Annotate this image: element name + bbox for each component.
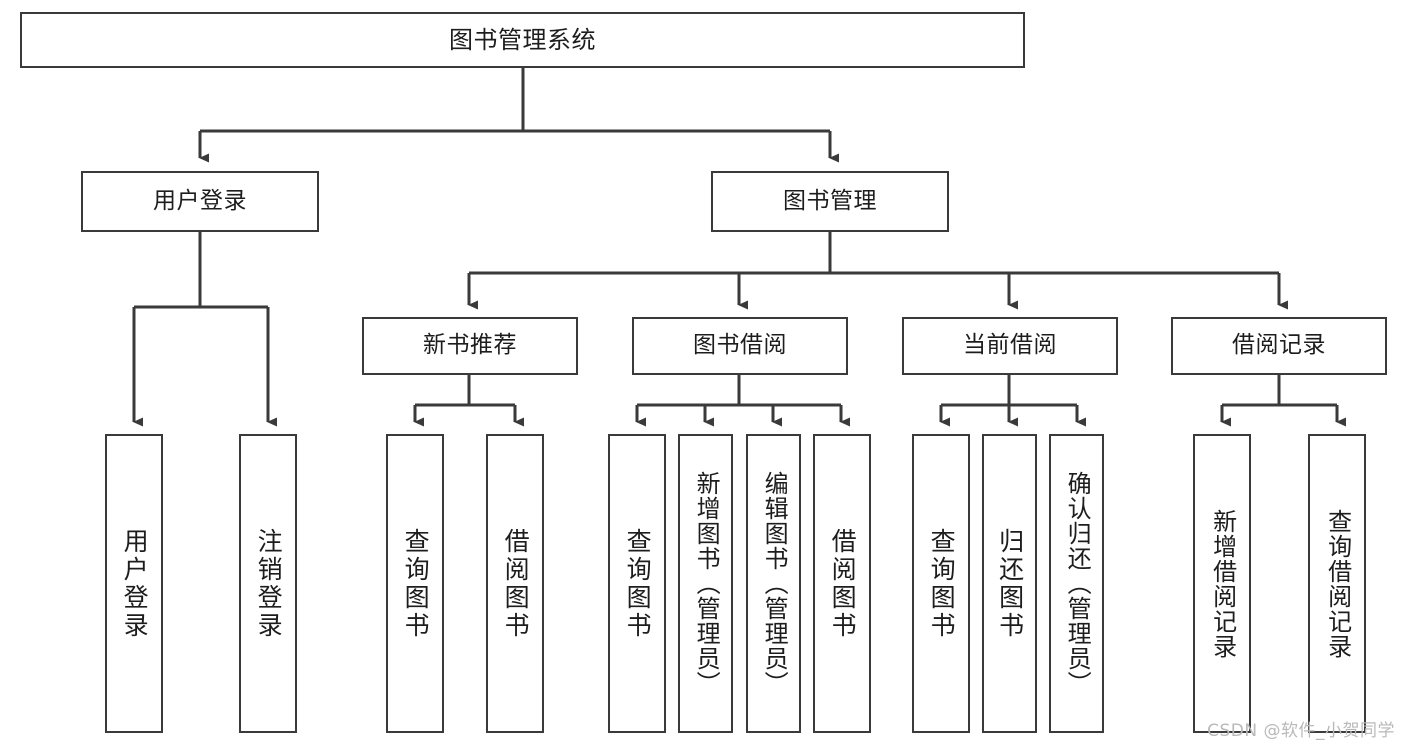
node-label: 当前借阅 xyxy=(963,332,1057,359)
leaf-new-book-borrow-book[interactable]: 借阅图书 xyxy=(486,434,544,733)
node-book-borrow[interactable]: 图书借阅 xyxy=(632,317,848,375)
node-label: 查询图书 xyxy=(927,527,957,640)
node-label: 借阅记录 xyxy=(1232,332,1326,359)
node-current-borrow[interactable]: 当前借阅 xyxy=(902,317,1118,375)
leaf-user-login-logout[interactable]: 注销登录 xyxy=(239,434,297,733)
node-label: 新增图书（管理员） xyxy=(692,471,721,696)
node-label: 用户登录 xyxy=(153,187,247,214)
node-label: 图书借阅 xyxy=(693,332,787,359)
leaf-current-borrow-confirm-return-admin[interactable]: 确认归还（管理员） xyxy=(1049,434,1104,733)
node-label: 注销登录 xyxy=(254,527,284,640)
leaf-book-borrow-borrow-book[interactable]: 借阅图书 xyxy=(813,434,871,733)
node-label: 查询图书 xyxy=(623,527,653,640)
node-label: 借阅图书 xyxy=(828,527,858,640)
leaf-current-borrow-query-book[interactable]: 查询图书 xyxy=(912,434,970,733)
node-label: 编辑图书（管理员） xyxy=(760,471,789,696)
node-label: 归还图书 xyxy=(995,527,1025,640)
node-new-book-recommend[interactable]: 新书推荐 xyxy=(362,317,578,375)
leaf-book-borrow-add-book-admin[interactable]: 新增图书（管理员） xyxy=(678,434,733,733)
node-label: 借阅图书 xyxy=(501,527,531,640)
node-label: 新书推荐 xyxy=(423,332,517,359)
leaf-borrow-record-query-record[interactable]: 查询借阅记录 xyxy=(1308,434,1366,733)
node-label: 查询图书 xyxy=(401,527,431,640)
node-label: 用户登录 xyxy=(120,527,150,640)
node-book-management[interactable]: 图书管理 xyxy=(711,171,949,232)
node-user-login[interactable]: 用户登录 xyxy=(81,171,319,232)
leaf-borrow-record-add-record[interactable]: 新增借阅记录 xyxy=(1193,434,1251,733)
node-label: 确认归还（管理员） xyxy=(1063,471,1092,696)
leaf-new-book-query-book[interactable]: 查询图书 xyxy=(386,434,444,733)
leaf-book-borrow-edit-book-admin[interactable]: 编辑图书（管理员） xyxy=(746,434,801,733)
node-label: 查询借阅记录 xyxy=(1323,508,1352,659)
leaf-user-login-login[interactable]: 用户登录 xyxy=(105,434,163,733)
node-label: 新增借阅记录 xyxy=(1208,508,1237,659)
csdn-watermark: CSDN @软件_小贺同学 xyxy=(1207,721,1395,741)
node-root-book-management-system[interactable]: 图书管理系统 xyxy=(20,12,1025,68)
node-borrow-record[interactable]: 借阅记录 xyxy=(1171,317,1387,375)
leaf-current-borrow-return-book[interactable]: 归还图书 xyxy=(982,434,1037,733)
node-label: 图书管理系统 xyxy=(449,25,596,54)
node-label: 图书管理 xyxy=(783,187,877,214)
leaf-book-borrow-query-book[interactable]: 查询图书 xyxy=(608,434,666,733)
